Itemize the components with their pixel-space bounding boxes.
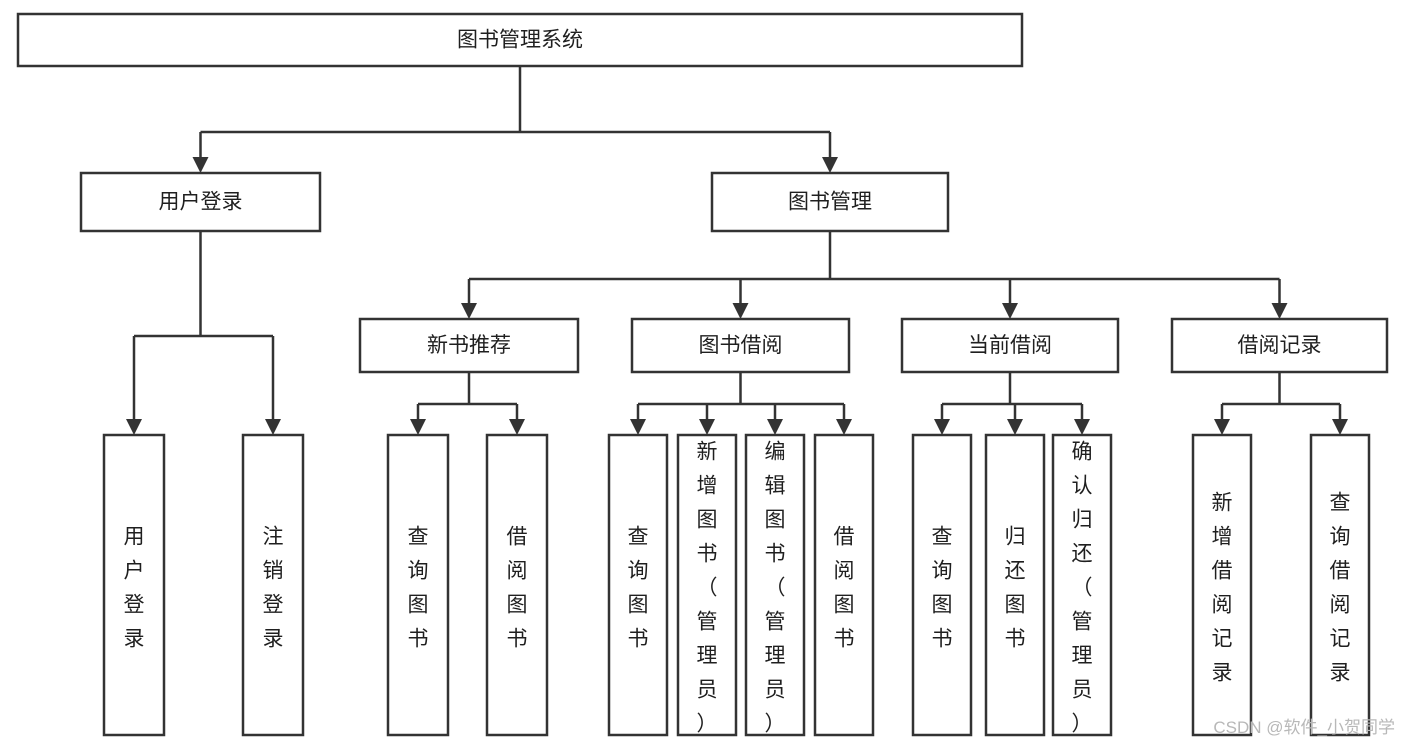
node-box-new_book_rec[interactable] [358, 317, 580, 374]
node-leaf_add_book[interactable]: 新增图书（管理员） [676, 433, 738, 737]
node-book_mgmt[interactable]: 图书管理 [710, 171, 950, 233]
node-box-leaf_add_record[interactable] [1191, 433, 1253, 737]
node-leaf_query_record[interactable]: 查询借阅记录 [1309, 433, 1371, 737]
node-leaf_user_login[interactable]: 用户登录 [102, 433, 166, 737]
node-borrow_record[interactable]: 借阅记录 [1170, 317, 1389, 374]
node-box-root[interactable] [16, 12, 1024, 68]
node-box-leaf_confirm_return[interactable] [1051, 433, 1113, 737]
node-book_borrow[interactable]: 图书借阅 [630, 317, 851, 374]
node-box-leaf_query_book_c[interactable] [911, 433, 973, 737]
node-label-leaf_query_record: 查询借阅记录 [1330, 492, 1351, 685]
node-box-current_borrow[interactable] [900, 317, 1120, 374]
node-label-leaf_query_book_b: 查询图书 [628, 526, 649, 651]
connector-group-book_borrow [630, 372, 852, 435]
node-label-user_login: 用户登录 [159, 191, 243, 214]
node-box-book_mgmt[interactable] [710, 171, 950, 233]
connector-group-root [192, 66, 838, 173]
node-current_borrow[interactable]: 当前借阅 [900, 317, 1120, 374]
connector-group-user_login [126, 231, 281, 435]
node-box-book_borrow[interactable] [630, 317, 851, 374]
connector-layer [126, 66, 1348, 435]
node-label-leaf_borrow_book_b: 借阅图书 [834, 526, 855, 651]
node-label-leaf_query_book_c: 查询图书 [932, 526, 953, 651]
node-box-leaf_query_book_b[interactable] [607, 433, 669, 737]
node-label-current_borrow: 当前借阅 [968, 334, 1052, 357]
node-leaf_query_book_c[interactable]: 查询图书 [911, 433, 973, 737]
node-leaf_return_book[interactable]: 归还图书 [984, 433, 1046, 737]
node-box-leaf_add_book[interactable] [676, 433, 738, 737]
node-box-leaf_return_book[interactable] [984, 433, 1046, 737]
node-box-leaf_query_book_rec[interactable] [386, 433, 450, 737]
node-label-leaf_logout: 注销登录 [263, 526, 284, 651]
node-label-new_book_rec: 新书推荐 [427, 334, 511, 357]
connector-group-new_book_rec [410, 372, 525, 435]
node-leaf_confirm_return[interactable]: 确认归还（管理员） [1051, 433, 1113, 737]
node-label-leaf_user_login: 用户登录 [124, 526, 145, 651]
node-box-leaf_logout[interactable] [241, 433, 305, 737]
node-label-leaf_edit_book: 编辑图书（管理员） [765, 441, 786, 736]
node-leaf_borrow_book_rec[interactable]: 借阅图书 [485, 433, 549, 737]
node-box-borrow_record[interactable] [1170, 317, 1389, 374]
node-label-book_mgmt: 图书管理 [788, 191, 872, 214]
connector-group-book_mgmt [461, 231, 1288, 319]
connector-group-current_borrow [934, 372, 1090, 435]
node-label-leaf_return_book: 归还图书 [1005, 526, 1026, 651]
node-box-leaf_borrow_book_rec[interactable] [485, 433, 549, 737]
node-label-leaf_add_record: 新增借阅记录 [1212, 492, 1233, 685]
node-leaf_edit_book[interactable]: 编辑图书（管理员） [744, 433, 806, 737]
node-label-root: 图书管理系统 [457, 29, 583, 52]
node-layer: 图书管理系统用户登录图书管理新书推荐图书借阅当前借阅借阅记录用户登录注销登录查询… [16, 12, 1389, 737]
node-leaf_query_book_b[interactable]: 查询图书 [607, 433, 669, 737]
node-leaf_query_book_rec[interactable]: 查询图书 [386, 433, 450, 737]
node-box-leaf_user_login[interactable] [102, 433, 166, 737]
node-box-leaf_edit_book[interactable] [744, 433, 806, 737]
node-leaf_borrow_book_b[interactable]: 借阅图书 [813, 433, 875, 737]
node-box-leaf_borrow_book_b[interactable] [813, 433, 875, 737]
node-leaf_logout[interactable]: 注销登录 [241, 433, 305, 737]
node-label-leaf_query_book_rec: 查询图书 [408, 526, 429, 651]
connector-group-borrow_record [1214, 372, 1348, 435]
node-label-leaf_borrow_book_rec: 借阅图书 [507, 526, 528, 651]
node-box-leaf_query_record[interactable] [1309, 433, 1371, 737]
node-label-leaf_add_book: 新增图书（管理员） [697, 441, 718, 736]
node-label-borrow_record: 借阅记录 [1238, 334, 1322, 357]
node-user_login[interactable]: 用户登录 [79, 171, 322, 233]
node-leaf_add_record[interactable]: 新增借阅记录 [1191, 433, 1253, 737]
node-label-book_borrow: 图书借阅 [699, 334, 783, 357]
node-label-leaf_confirm_return: 确认归还（管理员） [1072, 441, 1093, 736]
csdn-watermark: CSDN @软件_小贺同学 [1213, 718, 1395, 737]
node-root[interactable]: 图书管理系统 [16, 12, 1024, 68]
node-box-user_login[interactable] [79, 171, 322, 233]
node-new_book_rec[interactable]: 新书推荐 [358, 317, 580, 374]
